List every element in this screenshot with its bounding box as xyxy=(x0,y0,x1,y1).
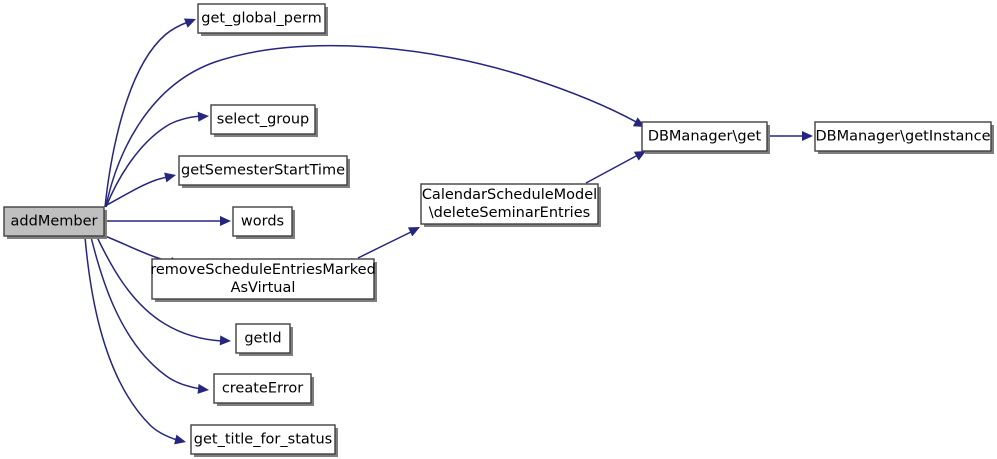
node-box[interactable] xyxy=(213,373,312,404)
call-edge-addMember-to-getId xyxy=(96,236,231,346)
edge-arrowhead xyxy=(183,18,196,28)
graph-node-select_group[interactable]: select_groupselect_group xyxy=(210,104,318,137)
call-edge-addMember-to-select_group xyxy=(105,111,209,208)
edge-arrowhead xyxy=(174,434,186,445)
call-edge-CalendarScheduleModel_deleteSeminarEntries-to-DBManager_get xyxy=(585,151,646,184)
node-label: words xyxy=(241,214,284,230)
node-label: getSemesterStartTime xyxy=(181,163,345,179)
edge-line xyxy=(96,236,223,342)
graph-node-DBManager_getInstance[interactable]: DBManager\getInstanceDBManager\getInstan… xyxy=(814,121,994,154)
edge-arrowhead xyxy=(407,227,420,237)
edge-line xyxy=(104,21,189,208)
call-edge-removeScheduleEntriesMarkedAsVirtual-to-CalendarScheduleModel_deleteSeminarEntries xyxy=(357,227,420,259)
edge-arrowhead xyxy=(197,111,209,122)
call-edge-addMember-to-createError xyxy=(90,236,209,394)
node-box[interactable] xyxy=(235,323,291,354)
node-box[interactable] xyxy=(641,121,768,152)
graph-node-getId[interactable]: getIdgetId xyxy=(235,323,293,356)
node-label: AsVirtual xyxy=(231,280,296,296)
node-box[interactable] xyxy=(178,155,348,186)
node-label: getId xyxy=(244,331,281,347)
call-edge-addMember-to-get_global_perm xyxy=(104,18,196,208)
graph-node-get_title_for_status[interactable]: get_title_for_statusget_title_for_status xyxy=(190,424,338,457)
node-label: addMember xyxy=(11,214,98,230)
node-label: createError xyxy=(222,381,303,397)
edge-line xyxy=(104,176,168,207)
edge-arrowhead xyxy=(220,216,231,226)
edges-layer xyxy=(84,18,813,445)
node-box[interactable] xyxy=(210,104,316,135)
node-label: get_title_for_status xyxy=(194,432,332,448)
edge-line xyxy=(90,236,202,390)
graph-node-getSemesterStartTime[interactable]: getSemesterStartTimegetSemesterStartTime xyxy=(178,155,350,188)
graph-node-get_global_perm[interactable]: get_global_permget_global_perm xyxy=(197,3,328,36)
graph-node-words[interactable]: wordswords xyxy=(232,206,295,239)
edge-arrowhead xyxy=(219,335,231,346)
node-label: CalendarScheduleModel xyxy=(422,187,597,203)
edge-line xyxy=(357,230,414,259)
node-label: removeScheduleEntriesMarked xyxy=(150,262,376,278)
node-box[interactable] xyxy=(420,183,599,225)
graph-node-CalendarScheduleModel_deleteSeminarEntries[interactable]: CalendarScheduleModel \deleteSeminarEntri… xyxy=(420,183,601,227)
edge-arrowhead xyxy=(164,172,176,183)
call-edge-addMember-to-get_title_for_status xyxy=(84,236,186,445)
node-box[interactable] xyxy=(232,206,293,237)
graph-node-removeScheduleEntriesMarkedAsVirtual[interactable]: removeScheduleEntriesMarkedAsVirtualremo… xyxy=(150,258,377,302)
node-label: DBManager\get xyxy=(648,129,762,145)
edge-line xyxy=(105,115,201,208)
edge-line xyxy=(105,44,639,207)
nodes-layer: addMemberaddMember get_global_permget_glo… xyxy=(3,3,994,457)
node-label: get_global_perm xyxy=(201,11,322,27)
node-box[interactable] xyxy=(190,424,336,455)
call-edge-addMember-to-getSemesterStartTime xyxy=(104,172,176,207)
node-box[interactable] xyxy=(197,3,326,34)
call-edge-DBManager_get-to-DBManager_getInstance xyxy=(768,131,813,141)
graph-node-createError[interactable]: createErrorcreateError xyxy=(213,373,314,406)
graph-node-addMember[interactable]: addMemberaddMember xyxy=(3,206,107,239)
node-label: DBManager\getInstance xyxy=(815,129,990,145)
node-label: select_group xyxy=(217,112,309,128)
node-box[interactable] xyxy=(151,258,375,300)
node-box[interactable] xyxy=(814,121,992,152)
node-label: \deleteSeminarEntries xyxy=(429,205,590,221)
edge-arrowhead xyxy=(802,131,813,141)
edge-arrowhead xyxy=(633,151,646,161)
edge-line xyxy=(585,154,639,184)
edge-line xyxy=(84,236,178,441)
call-edge-addMember-to-words xyxy=(105,216,231,226)
node-box[interactable] xyxy=(3,206,105,237)
edge-arrowhead xyxy=(197,383,209,394)
